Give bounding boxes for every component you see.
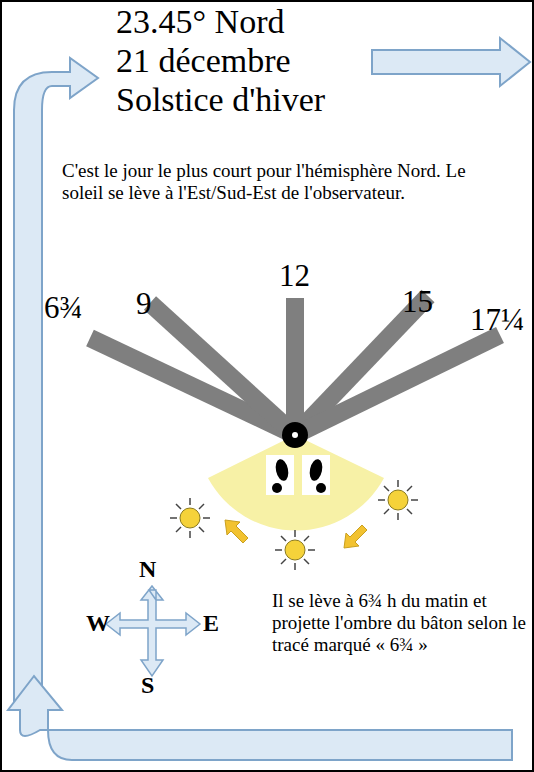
sun-motion-arrow [225,520,367,548]
compass-letter: N [139,556,156,584]
stick [282,422,308,448]
arrow-edge [90,729,512,731]
sun [378,480,418,520]
compass-letter: W [86,610,110,638]
hour-label: 9 [136,286,152,322]
hour-label: 12 [279,258,310,294]
cycle-arrow [8,676,512,760]
diagram-title: Solstice d'hiver [116,80,325,119]
footprints [266,455,330,495]
hour-label: 6¾ [44,290,83,326]
sun-path-sector [208,435,384,531]
explanation: Il se lève à 6¾ h du matin et projette l… [272,590,528,656]
description: C'est le jour le plus court pour l'hémis… [62,160,507,204]
shadow-rays [90,296,500,435]
hour-label: 15 [402,284,433,320]
sun [170,498,210,538]
heading-line: 21 décembre [116,41,291,80]
compass-letter: S [141,672,154,700]
hour-label: 17¼ [470,302,524,338]
heading-line: 23.45° Nord [116,2,284,41]
stick-top [292,432,298,438]
compass-rose [106,586,200,676]
cycle-arrow [14,58,98,705]
cycle-arrow [372,38,530,86]
compass-letter: E [203,610,219,638]
sun [275,530,315,570]
